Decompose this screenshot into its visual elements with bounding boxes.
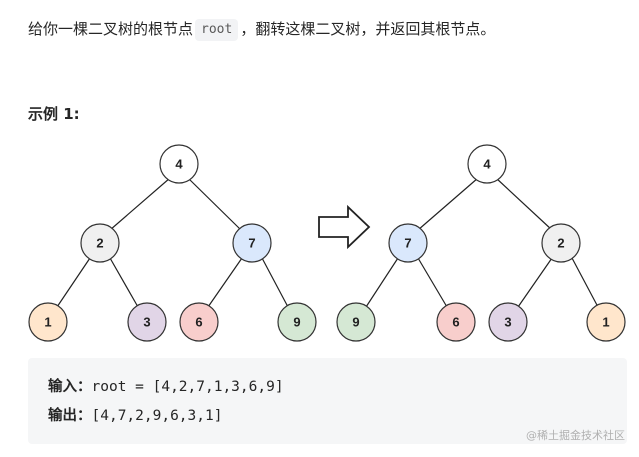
output-node-2: 2 — [541, 223, 581, 263]
input-node-6: 6 — [179, 302, 219, 342]
output-node-9: 9 — [336, 302, 376, 342]
svg-text:6: 6 — [195, 315, 202, 330]
output-tree-edges — [365, 177, 599, 308]
description-text-before: 给你一棵二叉树的根节点 — [28, 20, 194, 38]
svg-text:3: 3 — [504, 315, 511, 330]
svg-text:7: 7 — [248, 236, 255, 251]
svg-text:2: 2 — [96, 236, 103, 251]
inline-code-root: root — [195, 19, 239, 41]
input-label: 输入： — [48, 379, 92, 395]
edge-in-4-2 — [109, 177, 171, 231]
description-text-after: ，翻转这棵二叉树，并返回其根节点。 — [240, 20, 496, 38]
output-value: [4,7,2,9,6,3,1] — [91, 408, 223, 424]
output-label: 输出： — [48, 408, 92, 424]
output-line: 输出：[4,7,2,9,6,3,1] — [48, 404, 222, 425]
svg-text:4: 4 — [483, 157, 491, 172]
edge-out-7-9 — [365, 257, 399, 308]
svg-text:1: 1 — [602, 315, 609, 330]
example-code-block: 输入：root = [4,2,7,1,3,6,9] 输出：[4,7,2,9,6,… — [28, 358, 627, 444]
input-node-4: 4 — [159, 144, 199, 184]
edge-in-7-9 — [261, 257, 289, 308]
edge-in-2-3 — [109, 257, 139, 308]
input-node-3: 3 — [127, 302, 167, 342]
input-node-9: 9 — [277, 302, 317, 342]
output-node-7: 7 — [388, 223, 428, 263]
input-tree-edges — [56, 177, 289, 308]
svg-text:4: 4 — [175, 157, 183, 172]
edge-out-4-7 — [417, 177, 479, 231]
edge-in-4-7 — [187, 177, 242, 231]
edge-out-4-2 — [495, 177, 553, 231]
output-node-4: 4 — [467, 144, 507, 184]
input-line: 输入：root = [4,2,7,1,3,6,9] — [48, 375, 284, 396]
svg-text:2: 2 — [557, 236, 564, 251]
edge-out-2-1 — [571, 257, 599, 308]
output-node-6: 6 — [436, 302, 476, 342]
svg-text:9: 9 — [293, 315, 300, 330]
right-arrow-icon — [318, 204, 371, 250]
input-value: root = [4,2,7,1,3,6,9] — [91, 379, 284, 395]
example-heading: 示例 1: — [28, 105, 80, 123]
input-node-7: 7 — [232, 223, 272, 263]
watermark: @稀土掘金技术社区 — [526, 429, 625, 442]
svg-text:6: 6 — [452, 315, 459, 330]
edge-out-2-3 — [517, 257, 553, 308]
svg-text:7: 7 — [404, 236, 411, 251]
edge-in-2-1 — [56, 257, 91, 308]
output-node-3: 3 — [488, 302, 528, 342]
input-node-1: 1 — [28, 302, 68, 342]
tree-inversion-figure: 4 2 7 1 3 6 9 4 7 2 9 6 — [28, 144, 626, 342]
svg-text:3: 3 — [143, 315, 150, 330]
edge-in-7-6 — [207, 257, 243, 308]
svg-text:1: 1 — [44, 315, 51, 330]
edge-out-7-6 — [417, 257, 448, 308]
input-node-2: 2 — [80, 223, 120, 263]
svg-text:9: 9 — [352, 315, 359, 330]
output-node-1: 1 — [586, 302, 626, 342]
